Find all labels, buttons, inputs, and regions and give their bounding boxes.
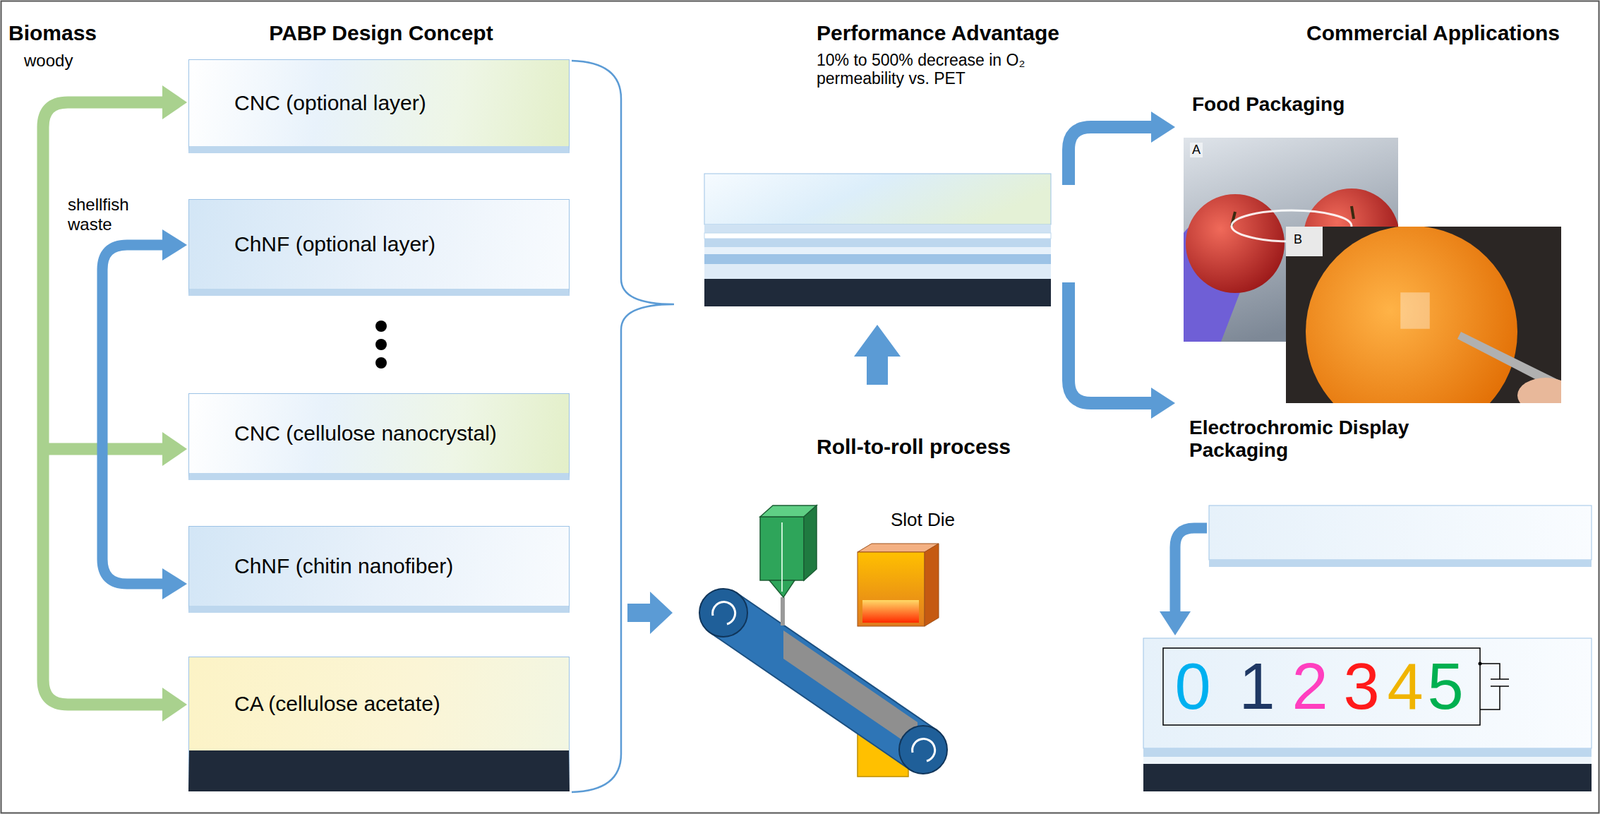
display-digit: 0 <box>1174 653 1211 719</box>
woody-arrows <box>162 687 188 722</box>
layer-label: CA (cellulose acetate) <box>234 690 441 717</box>
curly-brace <box>571 60 675 792</box>
display-film <box>1159 611 1191 636</box>
electrochromic-device <box>1163 647 1481 725</box>
roll-to-roll-machine <box>857 551 925 627</box>
photo-letter: A <box>1189 142 1203 158</box>
woody-arrows <box>162 431 188 466</box>
orange-photo <box>1400 292 1430 329</box>
display-digit: 2 <box>1291 653 1328 719</box>
shellfish-arrows <box>102 229 188 600</box>
column-heading: Biomass <box>8 21 97 46</box>
layer-box: CNC (cellulose nanocrystal) <box>188 393 570 480</box>
multilayer-film <box>704 254 1051 264</box>
column-heading: Commercial Applications <box>1306 21 1560 46</box>
photo-letter: B <box>1291 232 1305 248</box>
application-heading: Food Packaging <box>1192 93 1345 116</box>
application-heading: Electrochromic Display Packaging <box>1189 416 1486 462</box>
roll-to-roll-machine <box>712 602 736 624</box>
source-label: shellfish waste <box>67 194 146 234</box>
shellfish-arrows <box>102 244 164 584</box>
electrochromic-device <box>1143 638 1592 792</box>
display-digit: 1 <box>1238 653 1275 719</box>
orange-photo <box>1285 226 1562 403</box>
electrochromic-device <box>1143 763 1592 792</box>
roll-to-roll-machine <box>912 738 936 761</box>
orange-photo <box>1305 226 1518 403</box>
layer-label: CNC (optional layer) <box>234 90 427 116</box>
electrochromic-device <box>1478 662 1483 666</box>
electrochromic-device <box>1143 756 1592 764</box>
display-film <box>1208 505 1592 560</box>
application-arrows <box>1151 387 1176 419</box>
multilayer-film <box>704 173 1051 225</box>
apple-photo <box>1351 206 1354 219</box>
application-arrows <box>1068 282 1153 403</box>
apple-photo <box>1185 194 1285 293</box>
electrochromic-device <box>1143 748 1592 757</box>
roll-to-roll-machine <box>780 597 785 626</box>
roll-to-roll-machine <box>699 505 948 777</box>
display-film <box>1175 527 1207 613</box>
display-digit: 5 <box>1427 653 1464 719</box>
block-arrow <box>853 324 901 385</box>
shellfish-arrows <box>162 568 188 600</box>
roll-to-roll-machine <box>924 543 939 627</box>
ellipsis-dots <box>375 320 387 332</box>
source-label: woody <box>23 50 73 71</box>
woody-arrows <box>43 102 164 705</box>
application-arrows <box>1068 111 1176 419</box>
application-arrows <box>1151 111 1176 143</box>
layer-box: ChNF (optional layer) <box>188 199 570 296</box>
column-heading: Performance Advantage <box>816 21 1060 46</box>
column-heading: PABP Design Concept <box>268 21 493 46</box>
performance-note: 10% to 500% decrease in O₂ permeability … <box>816 50 1050 89</box>
block-arrow <box>627 591 673 634</box>
layer-box: CNC (optional layer) <box>188 59 570 154</box>
woody-arrows <box>43 85 188 722</box>
orange-photo <box>1285 226 1323 257</box>
roll-to-roll-machine <box>862 599 919 623</box>
application-arrows <box>1068 127 1153 185</box>
multilayer-film <box>704 173 1051 307</box>
layer-label: ChNF (optional layer) <box>234 231 436 257</box>
ellipsis-dots <box>375 338 387 351</box>
display-film <box>1208 559 1592 567</box>
roll-to-roll-machine <box>783 630 918 751</box>
multilayer-film <box>704 232 1051 239</box>
ellipsis-dots <box>375 320 387 369</box>
electrochromic-device <box>1480 663 1509 710</box>
multilayer-film <box>704 238 1051 248</box>
shellfish-arrows <box>162 229 188 261</box>
layer-label: CNC (cellulose nanocrystal) <box>234 420 497 447</box>
multilayer-film <box>704 247 1051 255</box>
roll-to-roll-machine <box>699 588 748 637</box>
layer-label: ChNF (chitin nanofiber) <box>234 553 454 579</box>
multilayer-film <box>704 278 1051 307</box>
roll-to-roll-machine <box>899 725 948 774</box>
electrochromic-device <box>1143 638 1592 749</box>
woody-arrows <box>162 85 188 120</box>
layer-box: ChNF (chitin nanofiber) <box>188 525 570 613</box>
roll-to-roll-machine <box>803 505 817 581</box>
multilayer-film <box>704 224 1051 233</box>
part-label: Slot Die <box>890 509 955 531</box>
multilayer-film <box>704 263 1051 279</box>
display-film <box>1159 505 1592 636</box>
process-heading: Roll-to-roll process <box>816 434 1011 460</box>
orange-photo <box>1517 377 1562 403</box>
display-digit: 3 <box>1343 653 1380 719</box>
roll-to-roll-machine <box>781 522 783 592</box>
display-digit: 4 <box>1386 653 1423 719</box>
layer-box: CA (cellulose acetate) <box>188 656 570 792</box>
ellipsis-dots <box>375 357 387 369</box>
